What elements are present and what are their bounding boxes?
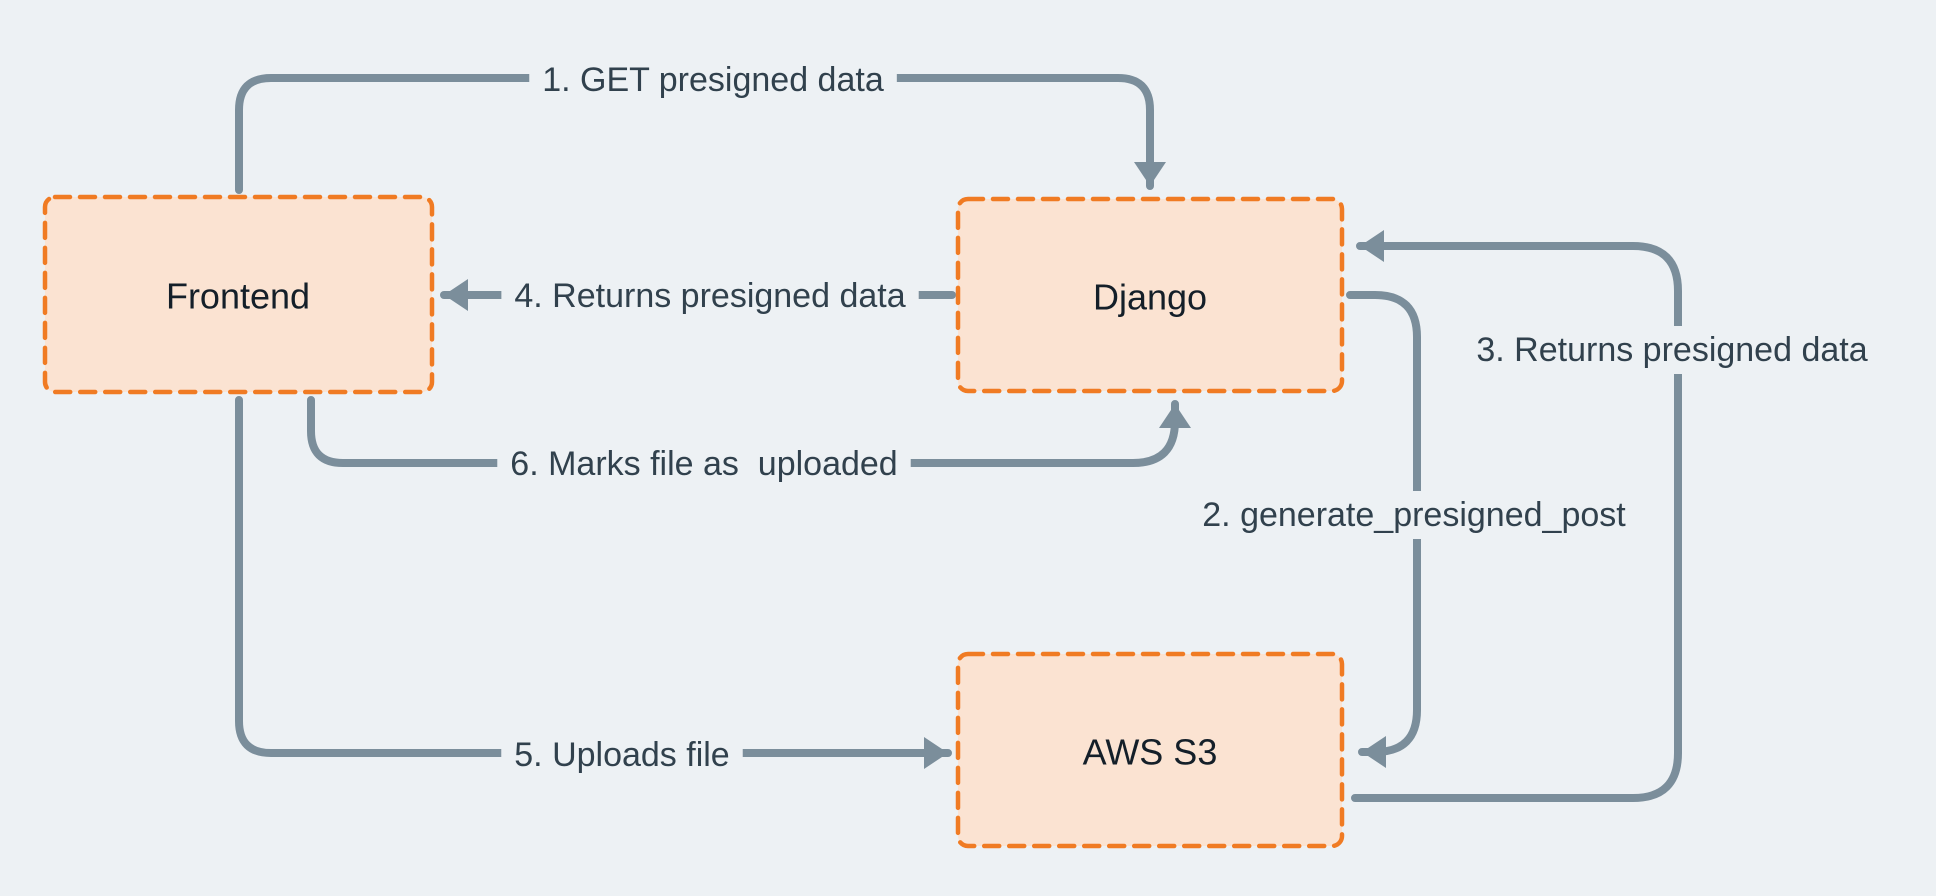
node-django: Django — [955, 196, 1345, 394]
node-frontend-box — [42, 194, 435, 395]
node-aws-s3: AWS S3 — [955, 651, 1345, 849]
edge-labels-layer: 1. GET presigned data 2. generate_presig… — [497, 56, 1881, 779]
edge-label-background — [497, 440, 911, 488]
node-aws-s3-label: AWS S3 — [1083, 732, 1218, 773]
edge-label-background — [529, 56, 897, 104]
edge-5-uploads-file-path — [235, 396, 952, 769]
node-aws-s3-box — [955, 651, 1345, 849]
edge-6-label: 6. Marks file as uploaded — [510, 445, 897, 483]
edge-5-label: 5. Uploads file — [514, 736, 729, 774]
node-frontend-label: Frontend — [166, 276, 310, 317]
edge-3-returns-presigned-data-path — [1351, 230, 1682, 802]
node-django-box — [955, 196, 1345, 394]
edge-label-background — [1189, 491, 1640, 539]
edge-1-label: 1. GET presigned data — [542, 61, 884, 99]
edge-3-label: 3. Returns presigned data — [1476, 331, 1867, 369]
edge-2-label: 2. generate_presigned_post — [1202, 496, 1626, 534]
nodes-layer: Frontend Django AWS S3 — [42, 194, 1345, 849]
edge-label-background — [1463, 326, 1881, 374]
node-frontend: Frontend — [42, 194, 435, 395]
edge-label-background — [501, 731, 743, 779]
edge-label-background — [501, 272, 919, 320]
edge-6-marks-file-uploaded-path — [307, 396, 1191, 467]
edge-4-label: 4. Returns presigned data — [514, 277, 905, 315]
node-django-label: Django — [1093, 277, 1207, 318]
